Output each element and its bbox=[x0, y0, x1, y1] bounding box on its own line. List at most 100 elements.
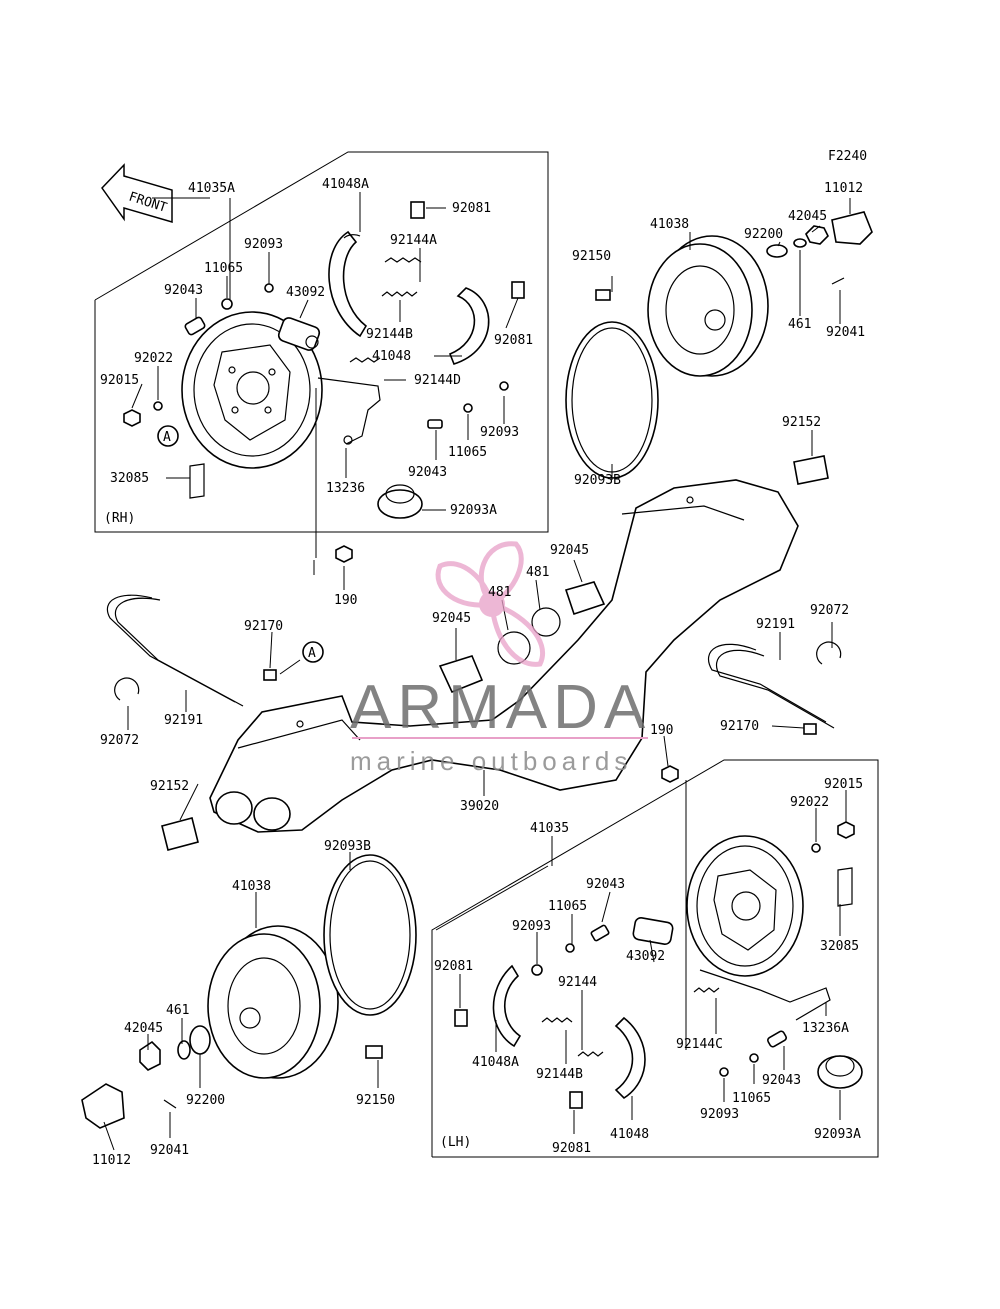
rh-small-parts bbox=[123, 283, 509, 499]
part-label: 41048A bbox=[322, 177, 369, 192]
part-label: 481 bbox=[526, 565, 549, 580]
rh-assembly-frame bbox=[94, 151, 549, 533]
bolts bbox=[335, 545, 679, 783]
rh-wheel-cylinder bbox=[277, 317, 321, 351]
part-label: 92093B bbox=[574, 473, 621, 488]
part-label: 92093 bbox=[512, 919, 551, 934]
rh-backing-plate bbox=[181, 311, 323, 469]
rh-seal bbox=[377, 484, 423, 519]
leader-lines bbox=[103, 192, 851, 1151]
part-label: 92144C bbox=[676, 1037, 723, 1052]
part-label: 41038 bbox=[650, 217, 689, 232]
lh-assembly-frame bbox=[431, 759, 879, 1158]
lh-springs bbox=[541, 987, 720, 1057]
housing-bearings bbox=[438, 581, 606, 694]
part-label: 42045 bbox=[124, 1021, 163, 1036]
part-label: 190 bbox=[650, 723, 673, 738]
lh-oring bbox=[323, 854, 417, 1016]
rh-side-label: (RH) bbox=[104, 511, 135, 526]
part-label: 11065 bbox=[204, 261, 243, 276]
part-label: 92015 bbox=[100, 373, 139, 388]
rh-lever bbox=[317, 377, 381, 445]
svg-text:A: A bbox=[163, 430, 171, 445]
rh-hub-parts bbox=[595, 211, 873, 301]
ref-marker-rh: A bbox=[157, 425, 179, 447]
part-label: 92041 bbox=[826, 325, 865, 340]
part-label: 92081 bbox=[434, 959, 473, 974]
part-label: 92041 bbox=[150, 1143, 189, 1158]
part-label: 13236A bbox=[802, 1021, 849, 1036]
part-label: 11065 bbox=[732, 1091, 771, 1106]
part-label: 461 bbox=[166, 1003, 189, 1018]
rh-brake-shoe bbox=[448, 287, 490, 365]
part-label: 92043 bbox=[586, 877, 625, 892]
part-label: 92200 bbox=[186, 1093, 225, 1108]
part-label: 92144A bbox=[390, 233, 437, 248]
lh-lever bbox=[699, 969, 831, 1021]
axle-housing bbox=[209, 479, 799, 833]
watermark-tagline: marine outboards bbox=[350, 746, 632, 776]
part-label: 92081 bbox=[494, 333, 533, 348]
part-label: 92191 bbox=[164, 713, 203, 728]
part-label: 92152 bbox=[150, 779, 189, 794]
part-label: 13236 bbox=[326, 481, 365, 496]
part-label: 92152 bbox=[782, 415, 821, 430]
part-label: 32085 bbox=[110, 471, 149, 486]
lh-brake-shoe bbox=[614, 1016, 646, 1100]
part-label: 92093 bbox=[480, 425, 519, 440]
part-label: 92093A bbox=[450, 503, 497, 518]
lh-seal bbox=[817, 1055, 863, 1089]
part-label: 41038 bbox=[232, 879, 271, 894]
lh-clips bbox=[454, 867, 853, 1109]
part-label: 92015 bbox=[824, 777, 863, 792]
part-label: 43092 bbox=[626, 949, 665, 964]
part-label: 92045 bbox=[550, 543, 589, 558]
part-label: 32085 bbox=[820, 939, 859, 954]
part-labels: 41035A 41048A 92081 92144A 92093 11065 9… bbox=[92, 177, 865, 1168]
propeller-logo-icon bbox=[435, 541, 545, 667]
part-label: 92093B bbox=[324, 839, 371, 854]
part-label: 92144B bbox=[536, 1067, 583, 1082]
rh-clips bbox=[410, 201, 525, 299]
part-label: 92150 bbox=[572, 249, 611, 264]
svg-text:A: A bbox=[308, 646, 316, 661]
part-label: 92072 bbox=[810, 603, 849, 618]
part-label: 11012 bbox=[824, 181, 863, 196]
rh-oring bbox=[565, 321, 659, 479]
part-label: 11065 bbox=[448, 445, 487, 460]
part-label: 41035 bbox=[530, 821, 569, 836]
part-label: 92150 bbox=[356, 1093, 395, 1108]
part-label: 92072 bbox=[100, 733, 139, 748]
part-label: 92191 bbox=[756, 617, 795, 632]
part-label: 92081 bbox=[452, 201, 491, 216]
part-label: 92093 bbox=[244, 237, 283, 252]
part-label: 41035A bbox=[188, 181, 235, 196]
left-bushing bbox=[161, 817, 199, 851]
part-label: 92170 bbox=[244, 619, 283, 634]
part-label: 41048 bbox=[610, 1127, 649, 1142]
part-label: 92200 bbox=[744, 227, 783, 242]
part-label: 92170 bbox=[720, 719, 759, 734]
figure-code: F2240 bbox=[828, 149, 867, 164]
part-label: 92043 bbox=[164, 283, 203, 298]
lh-brake-shoe-a bbox=[492, 964, 522, 1048]
lh-wheel-cylinder bbox=[632, 917, 674, 945]
part-label: 39020 bbox=[460, 799, 499, 814]
part-label: 92144 bbox=[558, 975, 597, 990]
part-label: 42045 bbox=[788, 209, 827, 224]
lh-side-label: (LH) bbox=[440, 1135, 471, 1150]
part-label: 92043 bbox=[408, 465, 447, 480]
part-label: 92093 bbox=[700, 1107, 739, 1122]
rh-springs bbox=[349, 257, 422, 363]
part-label: 92022 bbox=[790, 795, 829, 810]
watermark-brand: ARMADA bbox=[350, 673, 651, 742]
part-label: 481 bbox=[488, 585, 511, 600]
part-label: 461 bbox=[788, 317, 811, 332]
ref-marker-center: A bbox=[302, 641, 324, 663]
hoses bbox=[106, 594, 835, 729]
part-label: 43092 bbox=[286, 285, 325, 300]
part-label: 92043 bbox=[762, 1073, 801, 1088]
part-label: 92045 bbox=[432, 611, 471, 626]
